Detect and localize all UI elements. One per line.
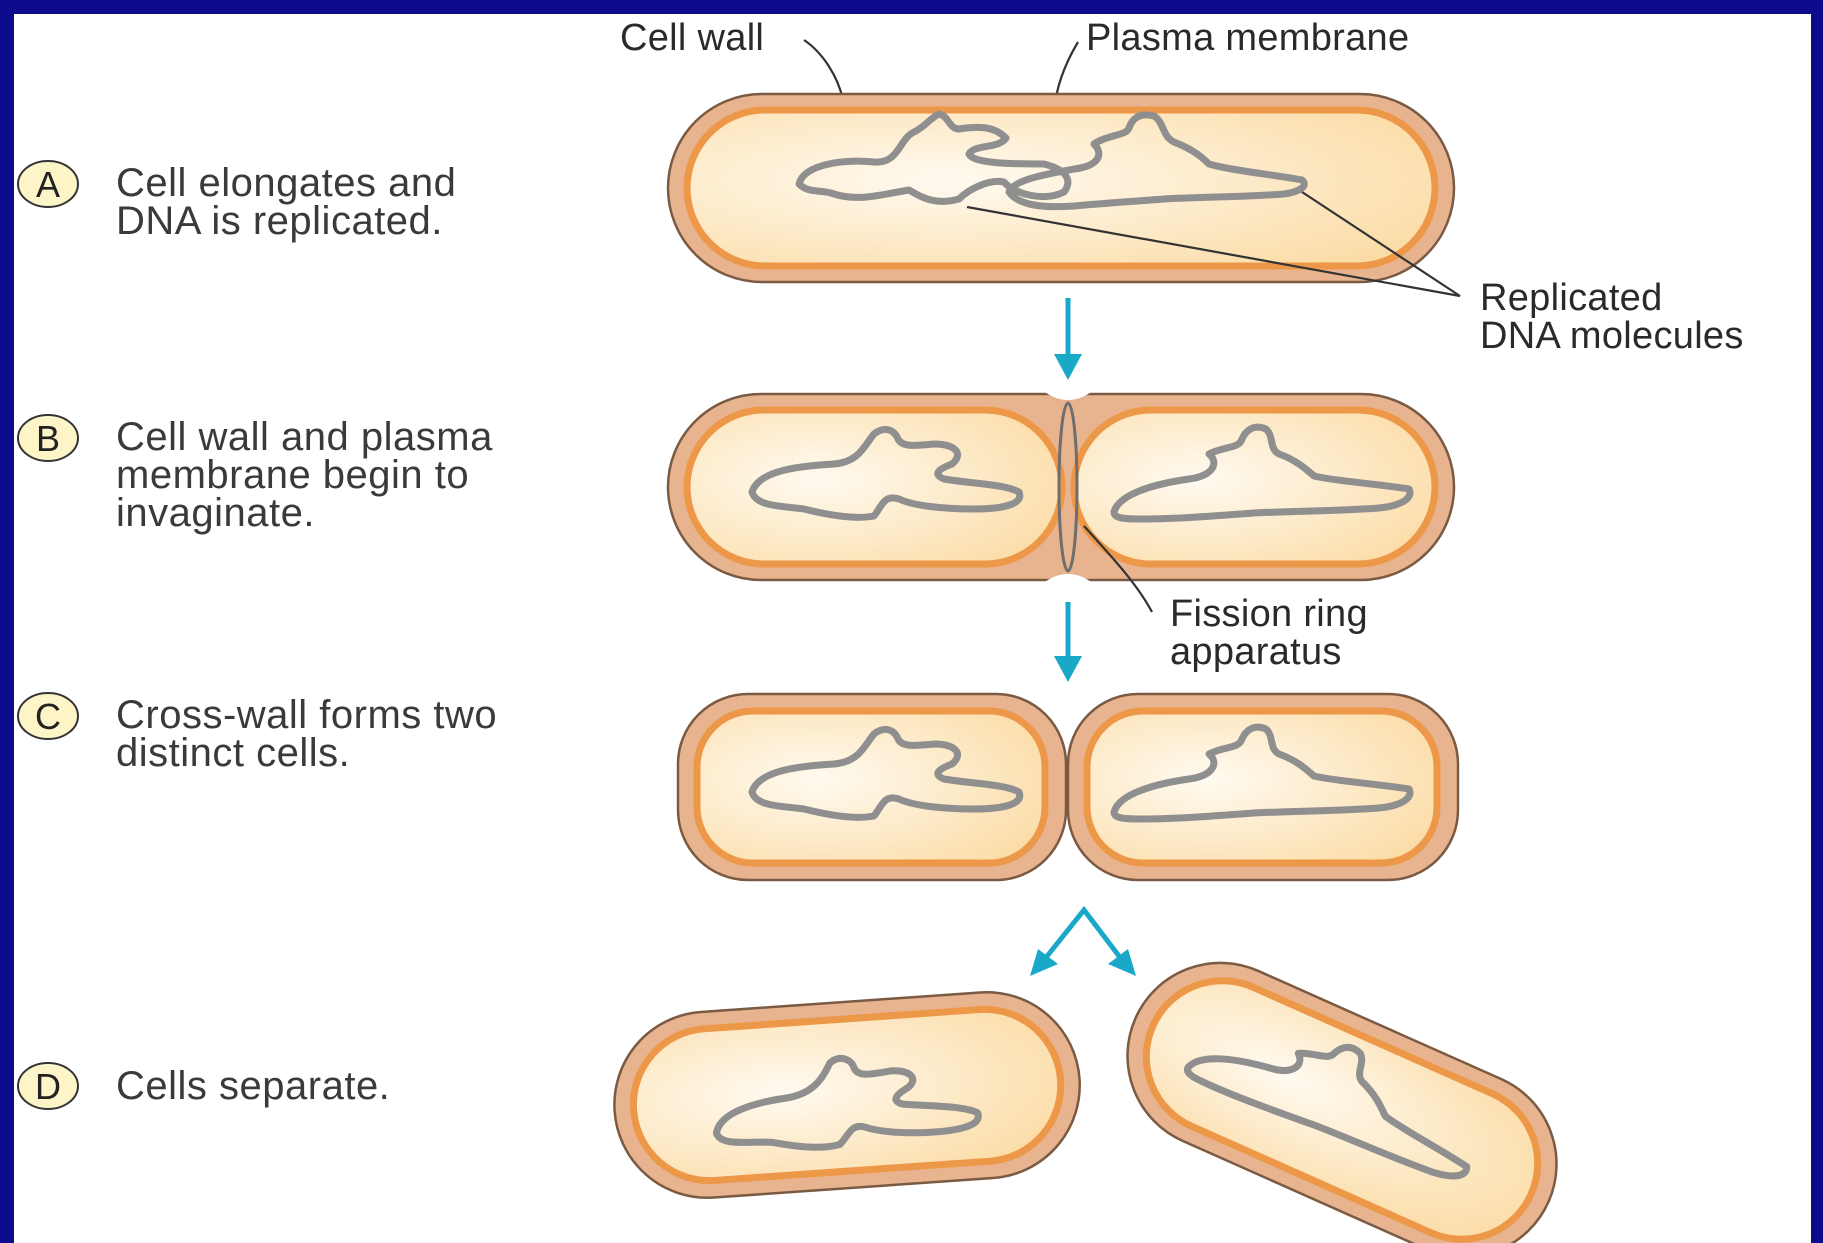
step-a: A Cell elongates and DNA is replicated.: [18, 161, 456, 243]
arrow-a-to-b: [1054, 298, 1082, 380]
step-d-line-1: Cells separate.: [116, 1064, 390, 1108]
cell-a: [668, 94, 1454, 282]
step-c-letter: C: [35, 696, 61, 737]
cell-b: [668, 390, 1454, 584]
cell-c-right: [1068, 694, 1458, 880]
cell-wall-label: Cell wall: [620, 17, 764, 59]
cell-wall-leader: [804, 40, 843, 100]
arrow-b-to-c: [1054, 602, 1082, 682]
step-b-letter: B: [36, 418, 60, 459]
step-d-letter: D: [35, 1066, 61, 1107]
step-b-line-3: invaginate.: [116, 491, 315, 535]
fission-ring-label-line-2: apparatus: [1170, 631, 1342, 673]
fission-ring-label-line-1: Fission ring: [1170, 593, 1368, 635]
binary-fission-diagram: A Cell elongates and DNA is replicated. …: [14, 14, 1811, 1243]
cell-d-left-membrane: [628, 1004, 1066, 1185]
replicated-dna-label-line-2: DNA molecules: [1480, 315, 1744, 357]
step-d: D Cells separate.: [18, 1063, 390, 1109]
replicated-dna-label-line-1: Replicated: [1480, 277, 1663, 319]
slide: A Cell elongates and DNA is replicated. …: [14, 14, 1811, 1243]
step-c: C Cross-wall forms two distinct cells.: [18, 693, 497, 775]
step-a-letter: A: [36, 164, 60, 205]
cell-c-left: [678, 694, 1066, 880]
arrow-c-to-d: [1030, 910, 1136, 976]
step-b: B Cell wall and plasma membrane begin to…: [18, 415, 493, 535]
step-a-line-2: DNA is replicated.: [116, 199, 443, 243]
step-c-line-2: distinct cells.: [116, 731, 350, 775]
plasma-membrane-label: Plasma membrane: [1086, 17, 1409, 59]
cell-d-right: [1098, 933, 1587, 1243]
cell-d-left: [608, 986, 1086, 1204]
